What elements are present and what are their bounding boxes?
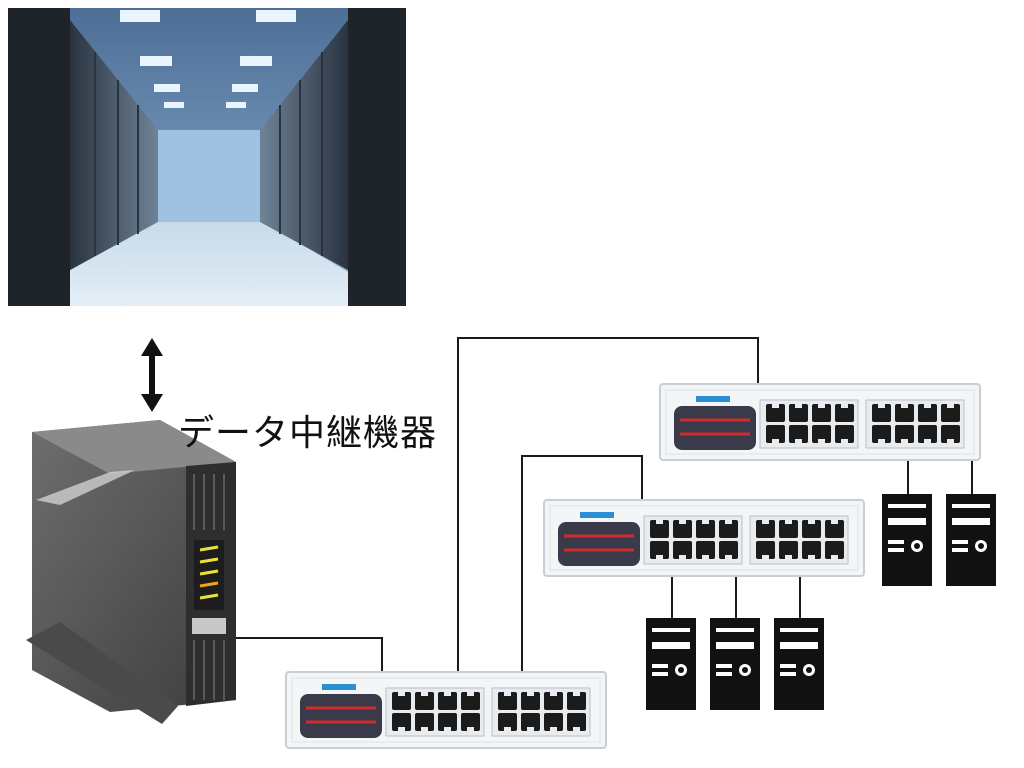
switch-bottom-icon: [285, 671, 607, 749]
desktop-pc-icon: [946, 494, 996, 586]
desktop-pc-icon: [646, 618, 696, 710]
desktop-pc-icon: [774, 618, 824, 710]
switch-middle-icon: [543, 499, 865, 577]
desktop-pc-icon: [882, 494, 932, 586]
relay-device-label: データ中継機器: [178, 413, 438, 454]
datacenter-image: [8, 8, 406, 306]
desktop-pc-icon: [710, 618, 760, 710]
switch-top-icon: [659, 383, 981, 461]
network-cables: [236, 337, 973, 672]
router-icon: [26, 420, 236, 724]
double-headed-arrow-icon: [141, 338, 163, 412]
